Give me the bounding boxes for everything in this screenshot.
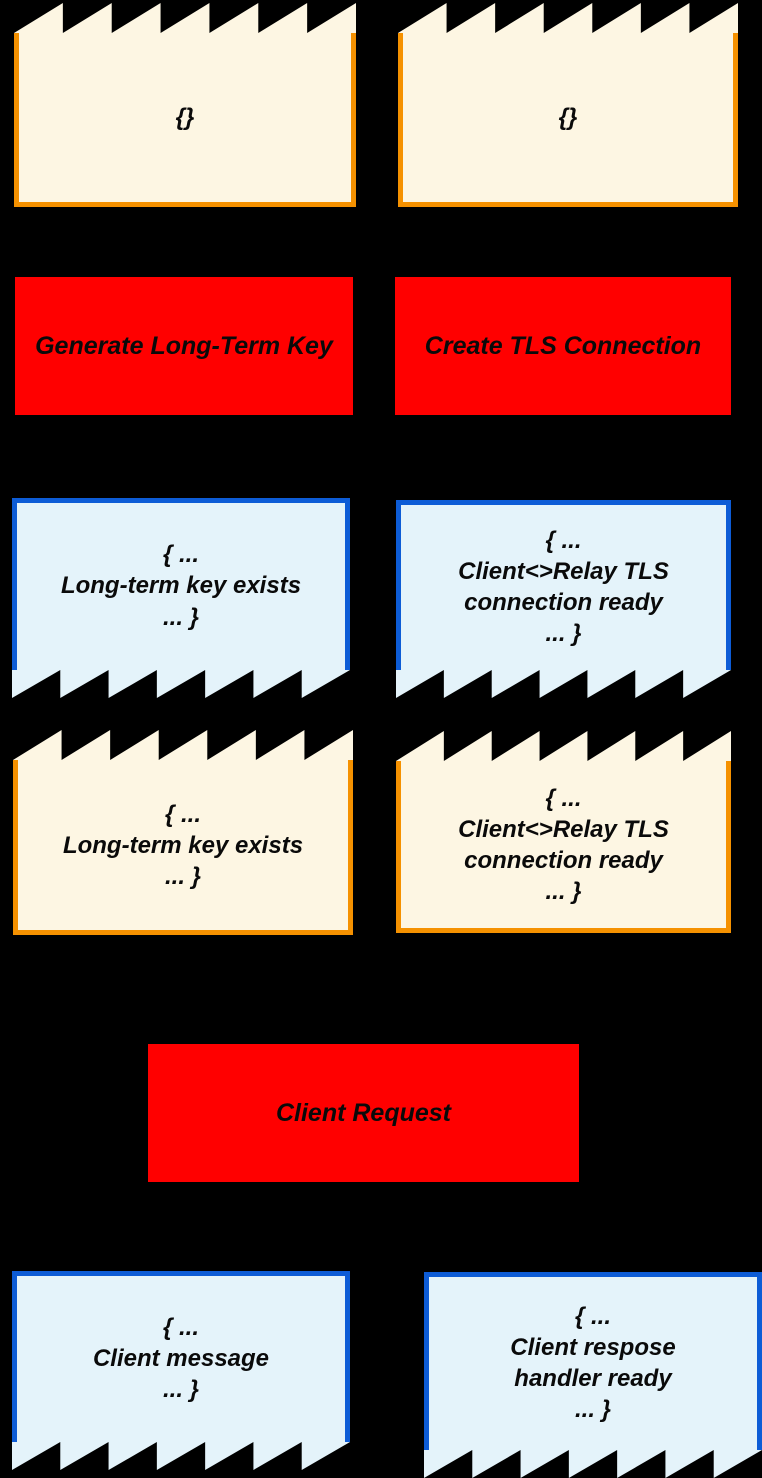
state-long-term-key-exists: { ... Long-term key exists ... } — [12, 498, 350, 698]
torn-state-tls-connection-ready: { ... Client<>Relay TLS connection ready… — [396, 731, 731, 933]
torn-paper-shape — [13, 730, 353, 935]
event-label: Create TLS Connection — [424, 332, 702, 360]
torn-state-shape — [424, 1272, 762, 1478]
node-text: { ... Client<>Relay TLS connection ready… — [458, 784, 669, 906]
node-text: {} — [175, 104, 195, 132]
torn-state-empty-right: {} — [398, 3, 738, 207]
torn-state-shape — [12, 498, 350, 698]
state-client-message: { ... Client message ... } — [12, 1271, 350, 1470]
node-text: { ... Client<>Relay TLS connection ready… — [458, 526, 669, 648]
torn-state-empty-left: {} — [14, 3, 356, 207]
torn-paper-shape — [398, 3, 738, 207]
node-text: { ... Client respose handler ready ... } — [510, 1302, 676, 1424]
node-text: { ... Long-term key exists ... } — [60, 541, 302, 631]
state-client-response-handler: { ... Client respose handler ready ... } — [424, 1272, 762, 1478]
event-label: Client Request — [275, 1099, 452, 1127]
node-text: { ... Client message ... } — [92, 1313, 270, 1404]
event-label: Generate Long-Term Key — [35, 332, 333, 360]
event-create-tls-connection: Create TLS Connection — [395, 277, 731, 415]
torn-paper-shape — [396, 731, 731, 933]
event-generate-long-term-key: Generate Long-Term Key — [15, 277, 353, 415]
event-client-request: Client Request — [148, 1044, 579, 1182]
torn-paper-shape — [14, 3, 356, 207]
node-text: { ... Long-term key exists ... } — [62, 800, 304, 891]
torn-state-shape — [12, 1271, 350, 1470]
state-tls-connection-ready: { ... Client<>Relay TLS connection ready… — [396, 500, 731, 698]
torn-state-long-term-key-exists: { ... Long-term key exists ... } — [13, 730, 353, 935]
node-text: {} — [558, 104, 578, 132]
torn-state-shape — [396, 500, 731, 698]
